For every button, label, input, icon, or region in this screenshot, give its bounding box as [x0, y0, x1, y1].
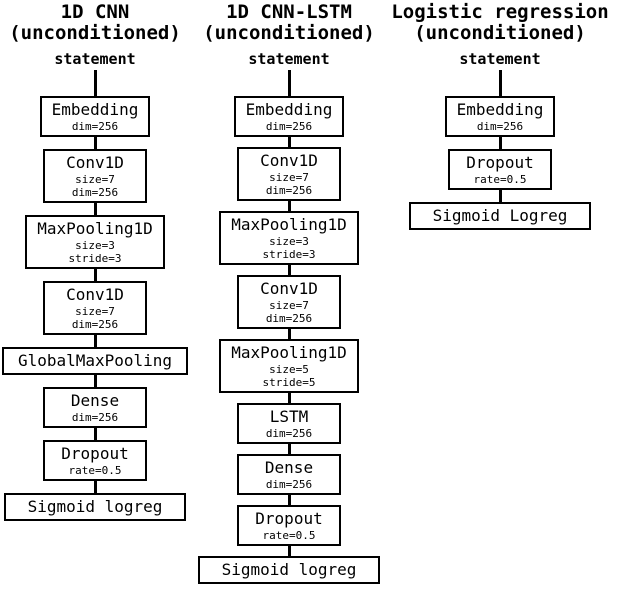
node-embedding: Embedding dim=256 — [39, 96, 151, 137]
node-dense: Dense dim=256 — [237, 454, 341, 495]
layer-param: size=5 — [269, 363, 309, 376]
node-dropout: Dropout rate=0.5 — [448, 149, 552, 190]
layer-param: size=3 — [75, 239, 115, 252]
layer-label: Embedding — [51, 100, 139, 119]
node-globalmaxpooling: GlobalMaxPooling — [1, 347, 189, 375]
layer-label: Dense — [70, 391, 120, 410]
input-label-statement: statement — [54, 50, 136, 68]
node-sigmoid-logreg: Sigmoid Logreg — [408, 202, 592, 230]
column-title-line2: (unconditioned) — [414, 22, 586, 44]
layer-label: MaxPooling1D — [231, 343, 347, 362]
node-conv1d-2: Conv1D size=7 dim=256 — [237, 275, 341, 329]
connector-line — [498, 190, 502, 202]
connector-line — [287, 265, 291, 275]
node-maxpooling1d-2: MaxPooling1D size=5 stride=5 — [219, 339, 359, 393]
layer-label: Dropout — [466, 153, 534, 172]
layer-param: dim=256 — [71, 411, 119, 424]
connector-line — [287, 444, 291, 454]
layer-label: Conv1D — [66, 285, 124, 304]
column-1d-cnn-lstm: 1D CNN-LSTM (unconditioned) statement Em… — [194, 2, 384, 584]
layer-param: size=7 — [75, 305, 115, 318]
node-sigmoid-logreg: Sigmoid logreg — [3, 493, 187, 521]
layer-label: MaxPooling1D — [37, 219, 153, 238]
connector-line — [93, 335, 97, 347]
node-conv1d-1: Conv1D size=7 dim=256 — [237, 147, 341, 201]
node-conv1d-1: Conv1D size=7 dim=256 — [43, 149, 147, 203]
layer-label: LSTM — [269, 407, 309, 426]
layer-label: Embedding — [245, 100, 333, 119]
layer-param: dim=256 — [476, 120, 524, 133]
connector-line — [498, 70, 502, 96]
layer-param: dim=256 — [71, 186, 119, 199]
connector-line — [287, 546, 291, 556]
node-embedding: Embedding dim=256 — [233, 96, 345, 137]
connector-line — [93, 70, 97, 96]
layer-param: size=7 — [269, 299, 309, 312]
connector-line — [93, 269, 97, 281]
column-1d-cnn: 1D CNN (unconditioned) statement Embeddi… — [0, 2, 190, 521]
layer-param: rate=0.5 — [262, 529, 316, 542]
layer-param: size=7 — [269, 171, 309, 184]
node-embedding: Embedding dim=256 — [444, 96, 556, 137]
layer-label: Sigmoid logreg — [27, 497, 163, 516]
connector-line — [287, 495, 291, 505]
layer-param: rate=0.5 — [473, 173, 527, 186]
layer-param: dim=256 — [265, 184, 313, 197]
column-title-line1: 1D CNN-LSTM — [226, 1, 352, 23]
column-title-line1: 1D CNN — [60, 1, 130, 23]
layer-param: size=7 — [75, 173, 115, 186]
connector-line — [93, 375, 97, 387]
layer-label: Conv1D — [260, 151, 318, 170]
layer-label: GlobalMaxPooling — [17, 351, 173, 370]
node-lstm: LSTM dim=256 — [237, 403, 341, 444]
connector-line — [287, 329, 291, 339]
column-title-line1: Logistic regression — [391, 1, 609, 23]
connector-line — [93, 428, 97, 440]
node-dense: Dense dim=256 — [43, 387, 147, 428]
connector-line — [93, 481, 97, 493]
layer-label: Conv1D — [66, 153, 124, 172]
node-maxpooling1d: MaxPooling1D size=3 stride=3 — [25, 215, 165, 269]
connector-line — [93, 137, 97, 149]
layer-param: dim=256 — [265, 312, 313, 325]
layer-param: size=3 — [269, 235, 309, 248]
node-sigmoid-logreg: Sigmoid logreg — [197, 556, 381, 584]
layer-label: MaxPooling1D — [231, 215, 347, 234]
layer-param: dim=256 — [71, 120, 119, 133]
layer-label: Dropout — [61, 444, 129, 463]
layer-param: dim=256 — [265, 427, 313, 440]
connector-line — [287, 70, 291, 96]
column-title-line2: (unconditioned) — [203, 22, 375, 44]
layer-param: dim=256 — [71, 318, 119, 331]
layer-label: Sigmoid logreg — [221, 560, 357, 579]
node-conv1d-2: Conv1D size=7 dim=256 — [43, 281, 147, 335]
node-maxpooling1d-1: MaxPooling1D size=3 stride=3 — [219, 211, 359, 265]
layer-label: Dense — [264, 458, 314, 477]
input-label-statement: statement — [459, 50, 541, 68]
connector-line — [287, 201, 291, 211]
layer-param: stride=3 — [262, 248, 316, 261]
connector-line — [287, 393, 291, 403]
layer-param: dim=256 — [265, 478, 313, 491]
node-dropout: Dropout rate=0.5 — [43, 440, 147, 481]
input-label-statement: statement — [248, 50, 330, 68]
layer-label: Dropout — [255, 509, 323, 528]
connector-line — [498, 137, 502, 149]
layer-param: rate=0.5 — [68, 464, 122, 477]
layer-label: Embedding — [456, 100, 544, 119]
column-title-line2: (unconditioned) — [9, 22, 181, 44]
layer-param: stride=5 — [262, 376, 316, 389]
layer-param: stride=3 — [68, 252, 122, 265]
layer-label: Conv1D — [260, 279, 318, 298]
layer-param: dim=256 — [265, 120, 313, 133]
connector-line — [287, 137, 291, 147]
layer-label: Sigmoid Logreg — [432, 206, 568, 225]
connector-line — [93, 203, 97, 215]
column-logistic-regression: Logistic regression (unconditioned) stat… — [385, 2, 615, 230]
node-dropout: Dropout rate=0.5 — [237, 505, 341, 546]
